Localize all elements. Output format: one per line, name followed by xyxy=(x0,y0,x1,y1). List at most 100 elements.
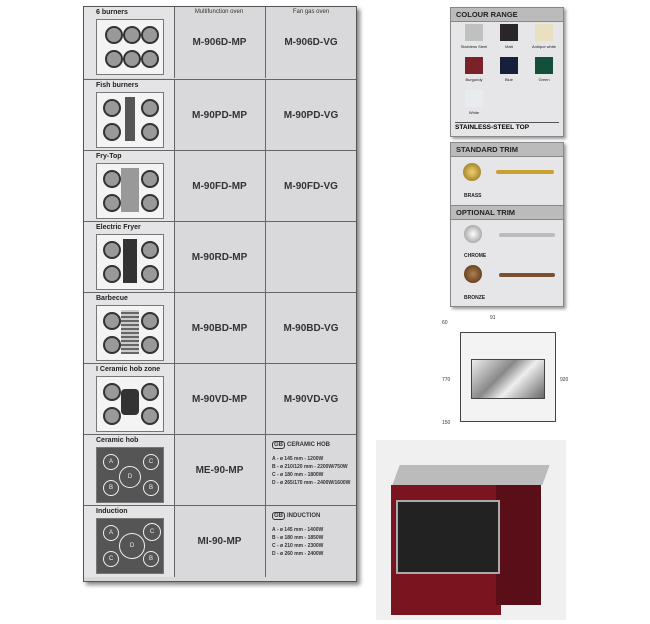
dimension-diagram: 91 60 770 920 150 xyxy=(440,312,570,442)
chrome-knob-icon xyxy=(464,225,482,243)
cooker-photo xyxy=(376,440,566,620)
multifunction-model: M-90RD-MP xyxy=(174,222,266,293)
top-dim: 60 xyxy=(442,320,448,326)
hob-type-label: 6 burners xyxy=(96,9,128,16)
spec-line: B - ø 180 mm - 1850W xyxy=(272,535,324,541)
model-table: Multifunction oven Fan gas oven 6 burner… xyxy=(83,6,357,582)
hob-type-label: Ceramic hob xyxy=(96,437,139,444)
hob-type-label: Fry-Top xyxy=(96,153,122,160)
spec-line: D - ø 260 mm - 2400W xyxy=(272,551,324,557)
hob-cell: Fry-Top xyxy=(84,151,175,222)
fan-gas-model xyxy=(266,222,356,293)
bronze-knob-icon xyxy=(464,265,482,283)
hob-cell: Fish burners xyxy=(84,80,175,151)
optional-trim-title: OPTIONAL TRIM xyxy=(451,205,563,220)
colour-name: Burgundy xyxy=(465,77,483,82)
colour-swatch xyxy=(535,24,553,41)
colour-swatch xyxy=(465,57,483,74)
width-dim: 91 xyxy=(490,315,496,321)
multifunction-model: ME-90-MP xyxy=(174,435,266,506)
spec-title: INDUCTION xyxy=(287,513,321,519)
multifunction-model: M-90PD-MP xyxy=(174,80,266,151)
brass-knob-icon xyxy=(463,163,481,181)
multifunction-model: M-90BD-MP xyxy=(174,293,266,364)
spec-line: A - ø 145 mm - 1200W xyxy=(272,456,324,462)
total-dim: 920 xyxy=(560,377,569,383)
hob-ceramiczone-icon xyxy=(96,376,164,432)
spec-line: A - ø 145 mm - 1400W xyxy=(272,527,324,533)
table-row: 6 burners M-906D-MP M-906D-VG xyxy=(84,7,356,78)
hob-type-label: Electric Fryer xyxy=(96,224,141,231)
colour-swatch xyxy=(500,57,518,74)
hob-type-label: Barbecue xyxy=(96,295,128,302)
height-dim: 770 xyxy=(442,377,451,383)
chrome-handle-icon xyxy=(499,233,555,237)
spec-line: D - ø 265/170 mm - 2400W/1600W xyxy=(272,480,351,486)
spec-line: C - ø 180 mm - 1800W xyxy=(272,472,324,478)
hob-cell: Electric Fryer xyxy=(84,222,175,293)
colour-name: Antique white xyxy=(531,44,556,49)
colour-name: Green xyxy=(538,77,550,82)
colour-range-title: COLOUR RANGE xyxy=(451,8,563,22)
colour-swatch xyxy=(465,24,483,41)
table-row: I Ceramic hob zone M-90VD-MP M-90VD-VG xyxy=(84,363,356,435)
hob-6burner-icon xyxy=(96,19,164,75)
fan-gas-model: M-90BD-VG xyxy=(283,323,339,334)
table-row: Fish burners M-90PD-MP M-90PD-VG xyxy=(84,79,356,151)
table-row: Electric Fryer M-90RD-MP xyxy=(84,221,356,293)
colour-name: Blue xyxy=(504,77,513,82)
hob-type-label: Fish burners xyxy=(96,82,139,89)
spec-line: C - ø 210 mm - 2300W xyxy=(272,543,324,549)
colour-swatch xyxy=(465,90,483,107)
hob-cell: Barbecue xyxy=(84,293,175,364)
table-row: Fry-Top M-90FD-MP M-90FD-VG xyxy=(84,150,356,222)
colour-swatch xyxy=(500,24,518,41)
fan-gas-model: M-90PD-VG xyxy=(283,110,339,121)
chrome-label: CHROME xyxy=(464,253,487,259)
fan-gas-model: M-90VD-VG xyxy=(283,394,339,405)
legs-dim: 150 xyxy=(442,420,451,426)
trim-panel: STANDARD TRIM BRASS OPTIONAL TRIM CHROME… xyxy=(450,142,564,307)
table-row: Barbecue M-90BD-MP M-90BD-VG xyxy=(84,292,356,364)
brass-handle-icon xyxy=(496,170,554,174)
hob-type-label: Induction xyxy=(96,508,128,515)
fan-gas-model: M-906D-VG xyxy=(284,37,338,48)
multifunction-model: MI-90-MP xyxy=(174,506,266,577)
multifunction-model: M-906D-MP xyxy=(174,7,266,78)
multifunction-model: M-90VD-MP xyxy=(174,364,266,435)
fan-gas-model: M-90FD-VG xyxy=(284,181,338,192)
hob-cell: 6 burners xyxy=(84,7,175,78)
multifunction-model: M-90FD-MP xyxy=(174,151,266,222)
gb-logo: GB xyxy=(272,441,285,449)
cooker-outline xyxy=(460,332,556,422)
standard-trim-title: STANDARD TRIM xyxy=(451,143,563,157)
colour-name: Stainless Steel xyxy=(460,44,488,49)
spec-line: B - ø 210/120 mm - 2200W/750W xyxy=(272,464,348,470)
hob-fish-icon xyxy=(96,92,164,148)
colour-range-panel: COLOUR RANGE STAINLESS-STEEL TOP Stainle… xyxy=(450,7,564,137)
bronze-handle-icon xyxy=(499,273,555,277)
spec-title: CERAMIC HOB xyxy=(287,442,330,448)
hob-frytop-icon xyxy=(96,163,164,219)
colour-swatch xyxy=(535,57,553,74)
hob-fryer-icon xyxy=(96,234,164,290)
hob-cell: I Ceramic hob zone xyxy=(84,364,175,435)
hob-type-label: I Ceramic hob zone xyxy=(96,366,161,373)
header-fan-gas: Fan gas oven xyxy=(292,9,330,15)
brass-label: BRASS xyxy=(464,193,482,199)
bronze-label: BRONZE xyxy=(464,295,486,301)
stainless-top-label: STAINLESS-STEEL TOP xyxy=(455,122,559,131)
hob-bbq-icon xyxy=(96,305,164,361)
colour-name: Matt xyxy=(505,44,513,49)
colour-name: White xyxy=(468,110,480,115)
gb-logo: GB xyxy=(272,512,285,520)
header-multifunction: Multifunction oven xyxy=(194,9,244,15)
